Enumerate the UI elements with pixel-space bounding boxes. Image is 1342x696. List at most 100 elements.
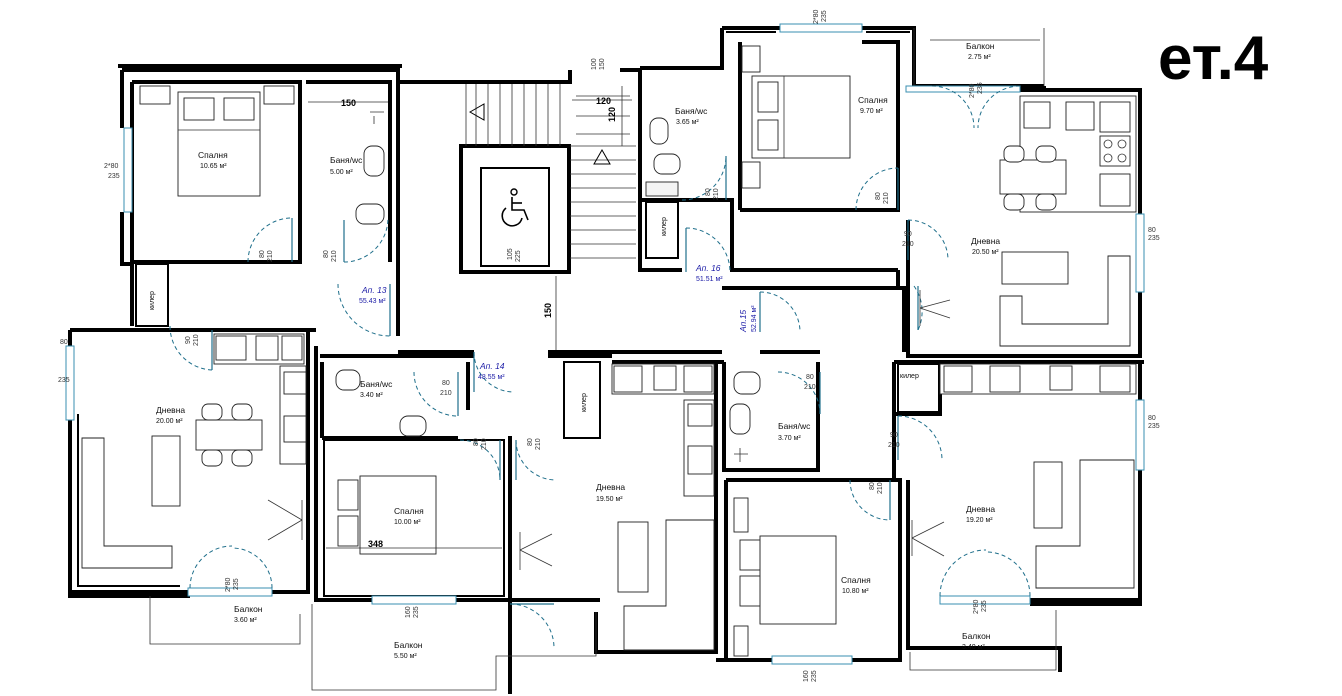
room-name: Дневна bbox=[596, 482, 625, 492]
fridge-icon bbox=[215, 335, 247, 361]
dim-text: 210 bbox=[902, 241, 914, 248]
dim-text: 235 bbox=[981, 600, 988, 612]
dim-text: 2*80 bbox=[225, 577, 232, 592]
dim-text: 2*80 bbox=[969, 83, 976, 98]
room-area: 3.40 м² bbox=[360, 392, 383, 399]
room-name: Дневна bbox=[156, 405, 185, 415]
dim-text: 80 bbox=[869, 482, 876, 490]
furniture bbox=[81, 45, 1137, 657]
room-name: Балкон bbox=[966, 41, 995, 51]
toilet-icon bbox=[363, 145, 385, 177]
dim-text: 80 bbox=[705, 188, 712, 196]
dim-text: 80 bbox=[259, 250, 266, 258]
dining-table bbox=[999, 159, 1067, 195]
dim-text: 160 bbox=[405, 606, 412, 618]
storage-label: килер bbox=[581, 393, 588, 412]
sink-icon bbox=[649, 117, 669, 145]
dim-text: 90 bbox=[904, 231, 912, 238]
dim-text: 150 bbox=[599, 58, 606, 70]
washer-icon bbox=[687, 403, 713, 427]
sink-icon bbox=[355, 203, 385, 225]
room-area: 3.40 м² bbox=[962, 644, 985, 651]
sink-icon bbox=[1065, 101, 1095, 131]
wheelchair-icon bbox=[501, 188, 529, 227]
dim-text: 120 bbox=[607, 107, 617, 122]
bed-icon bbox=[759, 535, 837, 625]
sink-icon bbox=[729, 403, 751, 435]
dim-text: 210 bbox=[713, 188, 720, 200]
dim-text: 80 bbox=[60, 339, 68, 346]
room-name: Балкон bbox=[394, 640, 423, 650]
dim-text: 105 bbox=[507, 248, 514, 260]
dim-text: 150 bbox=[543, 303, 553, 318]
stove-icon bbox=[687, 445, 713, 475]
dim-text: 235 bbox=[233, 578, 240, 590]
dim-text: 210 bbox=[440, 390, 452, 397]
apartment-name: Ап. 13 bbox=[361, 285, 387, 295]
room-area: 3.70 м² bbox=[778, 435, 801, 442]
dim-text: 235 bbox=[1148, 423, 1160, 430]
room-name: Баня/wc bbox=[778, 421, 811, 431]
apartment-area: 51.51 м² bbox=[696, 276, 723, 283]
dim-text: 80 bbox=[527, 438, 534, 446]
dim-text: 235 bbox=[58, 377, 70, 384]
dim-text: 210 bbox=[331, 250, 338, 262]
dim-text: 100 bbox=[591, 58, 598, 70]
dim-text: 90 bbox=[185, 336, 192, 344]
room-area: 10.00 м² bbox=[394, 519, 421, 526]
room-area: 5.00 м² bbox=[330, 169, 353, 176]
dim-text: 2*80 bbox=[973, 599, 980, 614]
sink-icon bbox=[255, 335, 279, 361]
room-name: Баня/wc bbox=[330, 155, 363, 165]
room-area: 10.65 м² bbox=[200, 163, 227, 170]
room-name: Балкон bbox=[962, 631, 991, 641]
fridge-icon bbox=[943, 365, 973, 393]
dim-text: 160 bbox=[803, 670, 810, 682]
room-labels: Спалня 10.65 м² Баня/wc 5.00 м² Баня/wc … bbox=[156, 41, 1000, 660]
toilet-icon bbox=[733, 371, 761, 395]
dim-text: 80 bbox=[442, 380, 450, 387]
dim-text: 210 bbox=[877, 482, 884, 494]
storage-16 bbox=[645, 201, 679, 259]
toilet-icon bbox=[653, 153, 681, 175]
room-name: Баня/wc bbox=[675, 106, 708, 116]
sink-icon bbox=[653, 365, 677, 391]
room-name: Баня/wc bbox=[360, 379, 393, 389]
storage-14 bbox=[563, 361, 601, 439]
doors bbox=[169, 85, 1031, 649]
dim-text: 235 bbox=[821, 10, 828, 22]
dim-text: 210 bbox=[535, 438, 542, 450]
dim-text: 235 bbox=[977, 82, 984, 94]
dim-text: 348 bbox=[368, 539, 383, 549]
dim-text: 120 bbox=[596, 96, 611, 106]
dim-text: 90 bbox=[890, 432, 898, 439]
dim-text: 210 bbox=[481, 438, 488, 450]
storage-15 bbox=[897, 363, 941, 413]
apartment-name: Ап. 16 bbox=[695, 263, 721, 273]
dimensions: 150 120 120 150 348 80 210 80 210 90 210… bbox=[58, 9, 1160, 682]
windows bbox=[65, 23, 1145, 665]
room-area: 19.50 м² bbox=[596, 496, 623, 503]
room-area: 5.50 м² bbox=[394, 653, 417, 660]
dim-text: 210 bbox=[193, 334, 200, 346]
balcony-outlines bbox=[149, 28, 1057, 691]
dim-text: 235 bbox=[811, 670, 818, 682]
room-area: 20.50 м² bbox=[972, 249, 999, 256]
storage-label: килер bbox=[900, 373, 919, 380]
dim-text: 235 bbox=[1148, 235, 1160, 242]
room-name: Балкон bbox=[234, 604, 263, 614]
toilet-icon bbox=[335, 369, 361, 391]
stove-icon bbox=[989, 365, 1021, 393]
storage-labels: килер килер килер килер bbox=[149, 217, 919, 412]
room-area: 20.00 м² bbox=[156, 418, 183, 425]
staircase bbox=[465, 84, 636, 259]
room-name: Дневна bbox=[971, 236, 1000, 246]
dim-text: 210 bbox=[888, 442, 900, 449]
dim-text: 80 bbox=[323, 250, 330, 258]
dim-text: 225 bbox=[515, 250, 522, 262]
apartment-name: Ап. 14 bbox=[479, 361, 505, 371]
dim-text: 2*80 bbox=[813, 9, 820, 24]
storage-13 bbox=[135, 263, 169, 327]
apartment-labels: Ап. 13 55.43 м² Ап. 14 48.55 м² Ап.15 52… bbox=[359, 263, 758, 381]
